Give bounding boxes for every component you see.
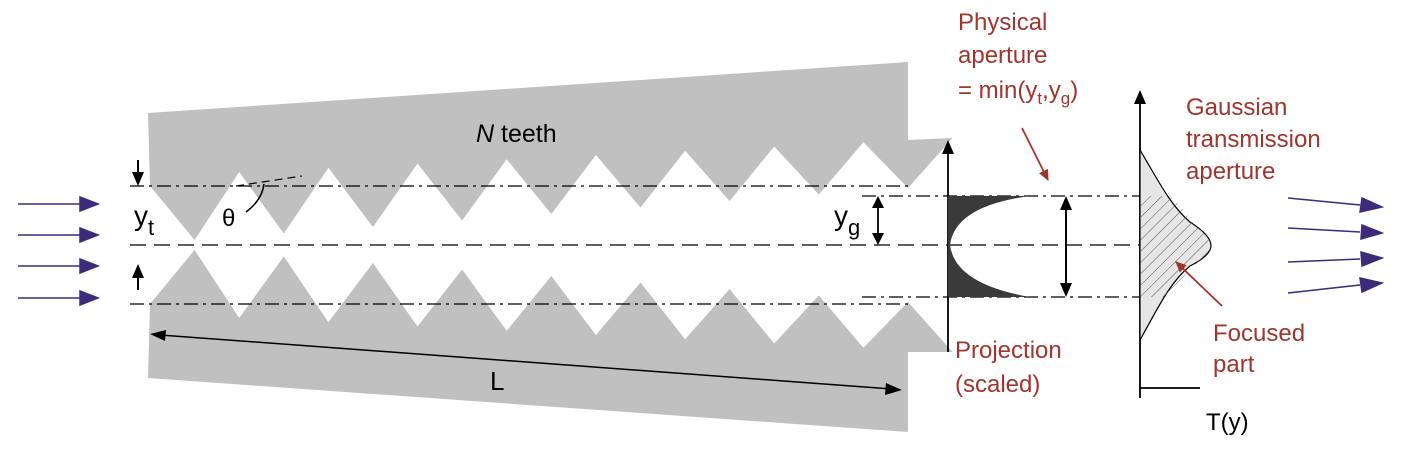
yt-label: yt — [134, 200, 154, 240]
focused-hatched-region — [1140, 196, 1210, 297]
t-axis-label: T(y) — [1206, 409, 1249, 436]
gaussian-annotation: Gaussian transmission aperture — [1186, 94, 1321, 185]
svg-text:Focused: Focused — [1213, 320, 1305, 347]
physical-aperture-pointer — [1021, 127, 1049, 181]
projection-panel — [942, 140, 1030, 352]
focused-annotation: Focused part — [1213, 320, 1305, 378]
upper-teeth-block — [148, 62, 953, 240]
svg-text:(scaled): (scaled) — [955, 371, 1040, 398]
svg-text:aperture: aperture — [958, 42, 1047, 69]
projection-shape — [948, 196, 1030, 297]
physical-aperture-arrow — [1060, 196, 1072, 297]
theta-angle-marker — [235, 175, 303, 213]
yt-dimension-arrows — [132, 160, 144, 290]
gaussian-panel — [1134, 90, 1212, 398]
svg-text:= min(yt,yg): = min(yt,yg) — [958, 77, 1078, 108]
n-teeth-label: N teeth — [476, 120, 557, 148]
projection-annotation: Projection (scaled) — [955, 337, 1062, 398]
physical-aperture-annotation: Physical aperture = min(yt,yg) — [958, 9, 1078, 108]
length-label: L — [490, 366, 504, 396]
svg-text:part: part — [1213, 351, 1255, 378]
incoming-beam-arrows — [18, 195, 101, 307]
svg-text:transmission: transmission — [1186, 126, 1321, 153]
svg-text:Projection: Projection — [955, 337, 1062, 364]
theta-label: θ — [222, 205, 235, 232]
focused-part-pointer — [1175, 261, 1223, 307]
yg-label: yg — [834, 200, 860, 240]
svg-text:aperture: aperture — [1186, 158, 1275, 185]
length-dimension-arrow — [150, 330, 902, 395]
svg-text:Physical: Physical — [958, 9, 1047, 36]
lower-teeth-block — [148, 250, 953, 432]
svg-text:Gaussian: Gaussian — [1186, 94, 1287, 121]
outgoing-beam-arrows — [1287, 196, 1385, 294]
yg-dimension-arrow — [872, 196, 884, 245]
